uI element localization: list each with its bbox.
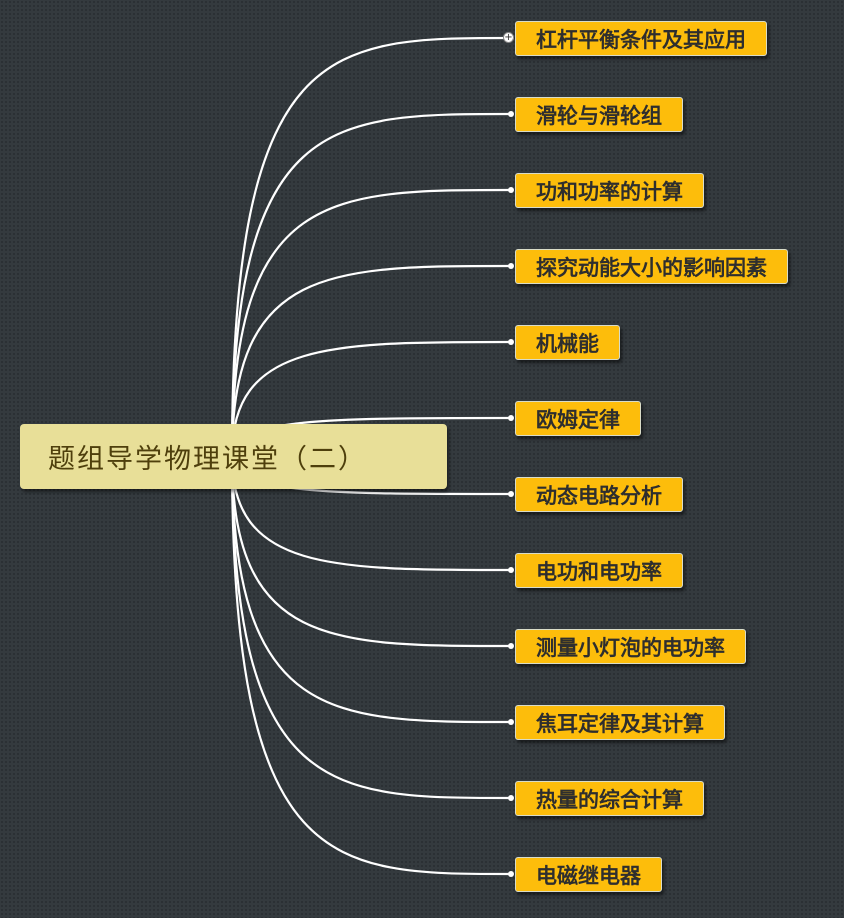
connector-dot	[508, 643, 514, 649]
topic-node[interactable]: 电磁继电器	[515, 857, 662, 892]
connector-dot	[508, 491, 514, 497]
connector-line	[230, 455, 511, 800]
topic-node[interactable]: 动态电路分析	[515, 477, 683, 512]
connector-dot	[508, 871, 514, 877]
topic-node[interactable]: 焦耳定律及其计算	[515, 705, 725, 740]
topic-node[interactable]: 电功和电功率	[515, 553, 683, 588]
connector-dot	[508, 567, 514, 573]
topic-node[interactable]: 测量小灯泡的电功率	[515, 629, 746, 664]
connector-line	[230, 188, 511, 457]
connector-dot	[508, 187, 514, 193]
central-topic[interactable]: 题组导学物理课堂（二）	[20, 424, 447, 489]
connector-dot	[508, 415, 514, 421]
connector-dot	[508, 795, 514, 801]
connector-line	[230, 455, 511, 876]
topic-node[interactable]: 滑轮与滑轮组	[515, 97, 683, 132]
connector-dot	[508, 719, 514, 725]
connector-line	[230, 340, 511, 457]
topic-node[interactable]: 热量的综合计算	[515, 781, 704, 816]
connector-dot	[508, 111, 514, 117]
connector-line	[230, 264, 511, 457]
connector-dot	[508, 263, 514, 269]
connector-dot	[508, 339, 514, 345]
topic-node[interactable]: 功和功率的计算	[515, 173, 704, 208]
topic-node[interactable]: 杠杆平衡条件及其应用	[515, 21, 767, 56]
connector-line	[230, 455, 511, 572]
connector-line	[230, 112, 511, 457]
topic-node[interactable]: 机械能	[515, 325, 620, 360]
collapse-toggle-icon[interactable]: +	[503, 32, 514, 43]
connector-line	[230, 455, 511, 724]
topic-node[interactable]: 探究动能大小的影响因素	[515, 249, 788, 284]
connector-line	[230, 36, 511, 457]
topic-node[interactable]: 欧姆定律	[515, 401, 641, 436]
connector-line	[230, 455, 511, 648]
